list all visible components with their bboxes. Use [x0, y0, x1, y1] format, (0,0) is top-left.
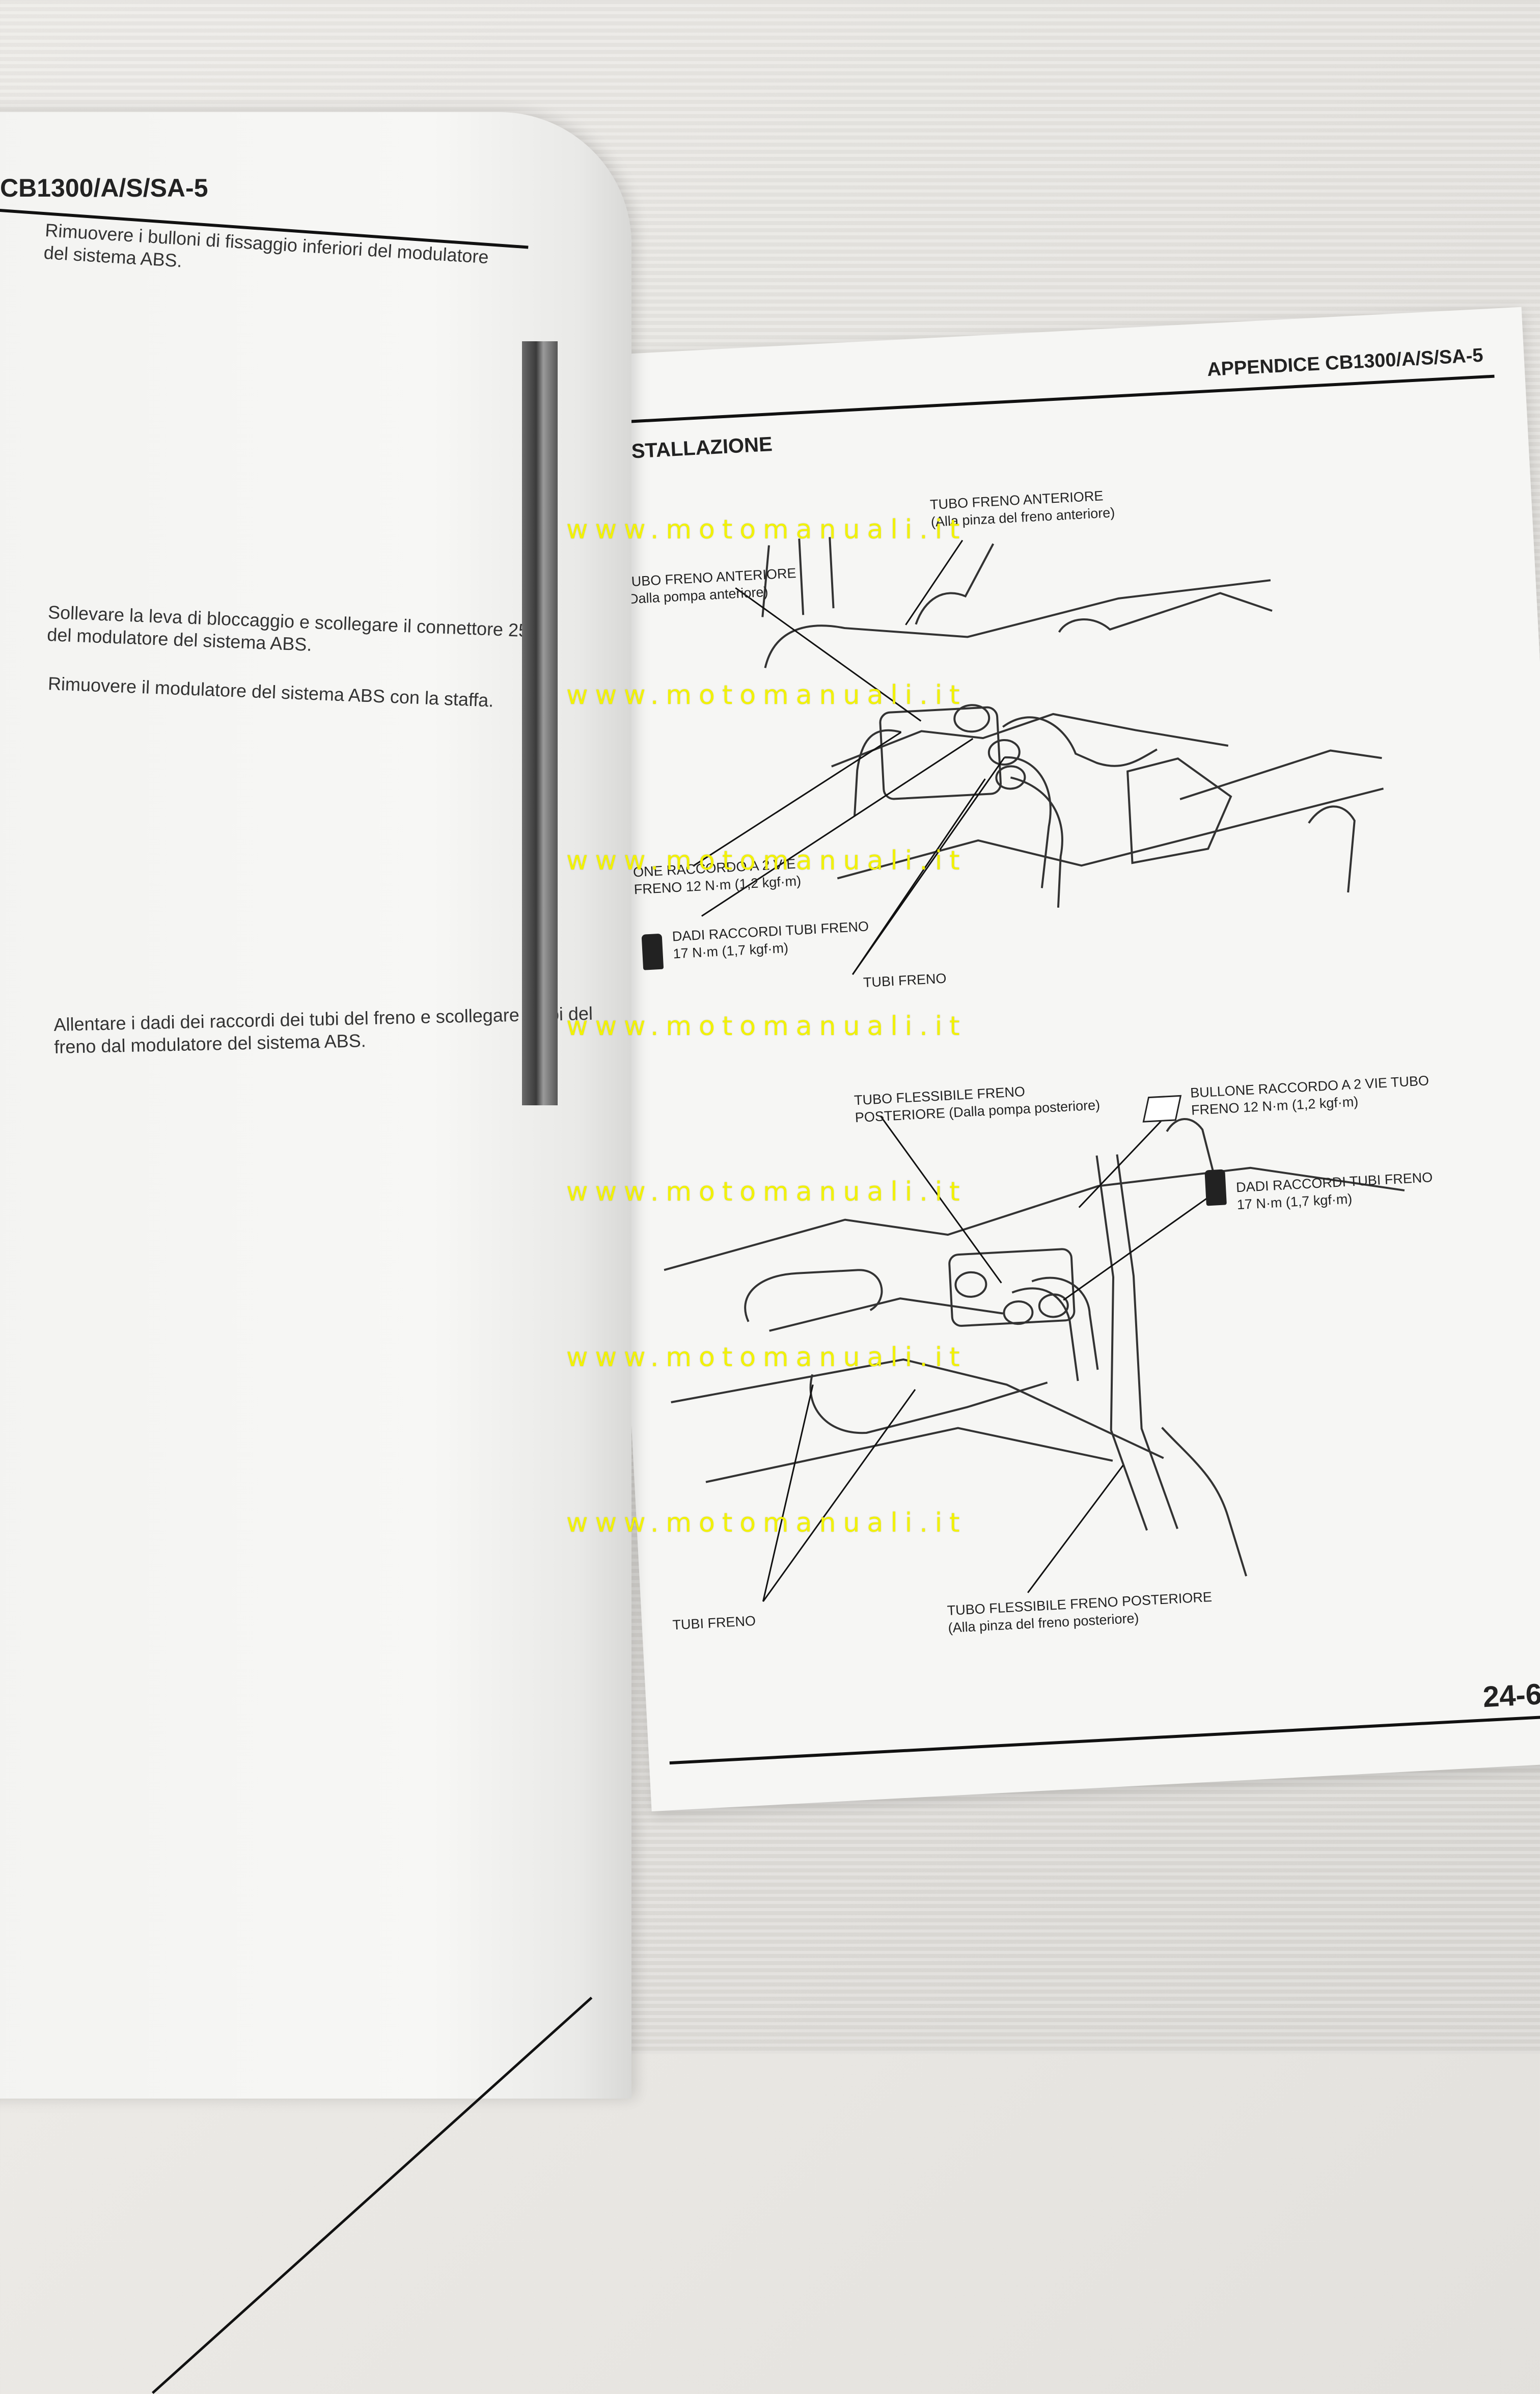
left-page-header: CB1300/A/S/SA-5: [0, 174, 208, 202]
brake-fluid-icon: [1204, 1169, 1227, 1206]
instruction-remove-modulator: Rimuovere il modulatore del sistema ABS …: [47, 672, 494, 711]
watermark-text: www.motomanuali.it: [566, 680, 967, 711]
watermark-text: www.motomanuali.it: [566, 514, 967, 545]
footer-rule: [151, 1997, 593, 2394]
watermark-text: www.motomanuali.it: [566, 1508, 967, 1538]
photo-edge: [522, 341, 558, 1105]
rear-brake-drawing: [664, 1110, 1405, 1602]
watermark-text: www.motomanuali.it: [566, 846, 967, 876]
brake-fluid-icon: [641, 933, 664, 970]
front-brake-drawing: [693, 537, 1384, 975]
right-page: APPENDICE CB1300/A/S/SA-5 INSTALLAZIONE: [575, 307, 1540, 1812]
watermark-text: www.motomanuali.it: [566, 1342, 967, 1373]
header-rule: [599, 374, 1495, 425]
left-page: CB1300/A/S/SA-5 Rimuovere i bulloni di f…: [0, 112, 631, 2394]
page-number: 24-65: [1482, 1676, 1540, 1714]
watermark-text: www.motomanuali.it: [566, 1177, 967, 1207]
footer-rule: [669, 1715, 1540, 1765]
rear-brake-diagram: [635, 1056, 1460, 1708]
instruction-loosen-nuts: Allentare i dadi dei raccordi dei tubi d…: [53, 1002, 593, 1057]
right-page-header: APPENDICE CB1300/A/S/SA-5: [1206, 344, 1484, 381]
section-title: INSTALLAZIONE: [610, 433, 773, 464]
watermark-text: www.motomanuali.it: [566, 1011, 967, 1042]
new-part-icon: [1142, 1095, 1182, 1123]
instruction-release-connector: Sollevare la leva di bloccaggio e scolle…: [46, 601, 541, 655]
front-brake-diagram: [602, 431, 1427, 1083]
